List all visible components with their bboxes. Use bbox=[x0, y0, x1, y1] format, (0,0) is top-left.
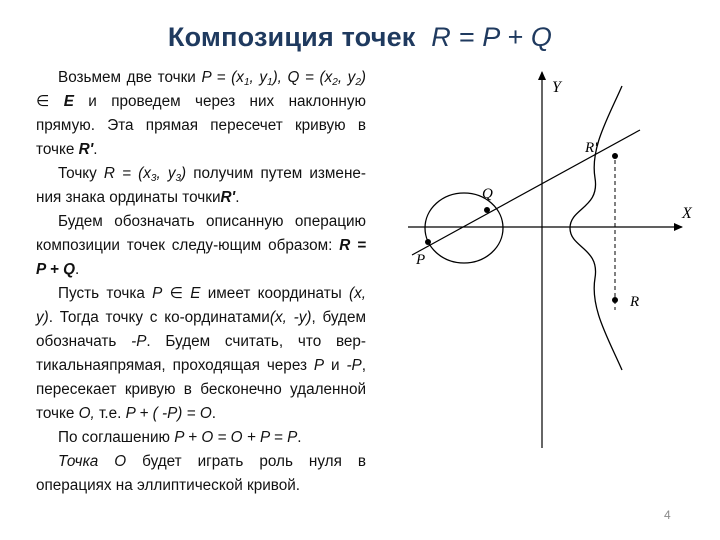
p3-end: . bbox=[74, 261, 80, 278]
point-p-dot bbox=[425, 239, 431, 245]
p2-sub-1: 3 bbox=[150, 173, 157, 184]
p6-text-b: будет играть роль нуля в операциях на эл… bbox=[36, 453, 366, 494]
p1-close-1: ), bbox=[272, 69, 288, 86]
p4-end: . bbox=[211, 405, 216, 422]
p6-text-a: Точка bbox=[58, 453, 115, 470]
paragraph-6: Точка O будет играть роль нуля в операци… bbox=[36, 450, 366, 498]
p5-equation: P + O = O + P = P bbox=[174, 429, 298, 446]
point-r-label: R bbox=[629, 294, 639, 310]
p1-sub-1: 1 bbox=[243, 77, 250, 88]
p2-comma-y: , y bbox=[156, 165, 176, 182]
p4-text-d: , будем обозначать bbox=[36, 309, 366, 350]
p4-equation: P + ( -P) = O bbox=[125, 405, 212, 422]
p1-r-prime: R' bbox=[78, 141, 94, 158]
point-r-dot bbox=[612, 297, 618, 303]
p1-sub-2: 1 bbox=[267, 77, 273, 88]
curve-oval bbox=[424, 192, 504, 264]
p1-comma-y: , y bbox=[249, 69, 268, 86]
p1-sub-3: 2 bbox=[332, 77, 338, 88]
paragraph-1: Возьмем две точки P = (x1, y1), Q = (x2,… bbox=[36, 66, 366, 162]
p4-minus-p-2: -P bbox=[346, 357, 362, 374]
p4-x-minus-y: (x, -y) bbox=[269, 309, 312, 326]
p1-formula-q: Q = (x bbox=[287, 69, 333, 86]
point-r-prime-label: R' bbox=[584, 140, 598, 156]
page-number: 4 bbox=[664, 508, 671, 522]
curve-branch bbox=[569, 85, 623, 371]
paragraph-2: Точку R = (x3, y3) получим путем измене-… bbox=[36, 162, 366, 210]
point-q-label: Q bbox=[482, 186, 493, 202]
p4-text-a: Пусть точка bbox=[58, 285, 153, 302]
p4-minus-p: -P bbox=[131, 333, 147, 350]
p2-sub-2: 3 bbox=[175, 173, 182, 184]
x-axis-label: X bbox=[681, 205, 693, 222]
point-p-label: P bbox=[415, 252, 425, 268]
p1-text-b: и проведем через них наклонную прямую. Э… bbox=[36, 93, 367, 158]
p2-formula: R = (x bbox=[103, 165, 151, 182]
p1-text-a: Возьмем две точки bbox=[58, 69, 202, 86]
p2-text-a: Точку bbox=[58, 165, 104, 182]
paragraph-3: Будем обозначать описанную операцию комп… bbox=[36, 210, 366, 282]
p2-r-prime: R' bbox=[220, 189, 236, 206]
paragraph-5: По соглашению P + O = O + P = P. bbox=[36, 426, 366, 450]
p4-in-symbol: ∈ bbox=[169, 285, 183, 302]
p2-end: . bbox=[235, 189, 240, 206]
p4-text-h: т.е. bbox=[94, 405, 126, 422]
p3-text-a: Будем обозначать описанную операцию комп… bbox=[36, 213, 366, 254]
p4-p-2: P bbox=[313, 357, 325, 374]
elliptic-curve-diagram: Y X P Q R' R bbox=[408, 71, 693, 448]
p2-text-b: получим путем измене-ния знака ординаты … bbox=[36, 165, 366, 206]
p1-comma-y2: , y bbox=[337, 69, 356, 86]
p4-xy: (x, y) bbox=[36, 285, 367, 326]
p5-end: . bbox=[297, 429, 302, 446]
p1-sub-4: 2 bbox=[355, 77, 361, 88]
p5-text-a: По соглашению bbox=[58, 429, 175, 446]
secant-line bbox=[411, 129, 641, 256]
title-text: Композиция точек bbox=[167, 22, 416, 52]
p4-text-e: . Будем считать, что вер-тикальнаяпрямая… bbox=[36, 333, 367, 374]
point-q-dot bbox=[484, 207, 490, 213]
p4-text-f: и bbox=[324, 357, 347, 374]
p6-o: O bbox=[114, 453, 127, 470]
p2-close: ) bbox=[181, 165, 187, 182]
p4-o: O, bbox=[78, 405, 95, 422]
y-axis-label: Y bbox=[552, 79, 563, 96]
body-text: Возьмем две точки P = (x1, y1), Q = (x2,… bbox=[36, 66, 366, 498]
p4-e: E bbox=[190, 285, 201, 302]
p4-text-b: имеет координаты bbox=[200, 285, 350, 302]
slide-title: Композиция точек R = P + Q bbox=[0, 22, 720, 53]
p1-in-symbol: ∈ bbox=[36, 93, 50, 110]
p4-p: P bbox=[152, 285, 163, 302]
p1-set-e: E bbox=[49, 93, 74, 110]
p4-text-g: , пересекает кривую в бесконечно удаленн… bbox=[36, 357, 366, 422]
p1-end: . bbox=[93, 141, 98, 158]
title-formula: R = P + Q bbox=[431, 22, 553, 52]
p1-formula-p: P = (x bbox=[201, 69, 244, 86]
paragraph-4: Пусть точка P ∈ E имеет координаты (x, y… bbox=[36, 282, 366, 426]
p1-close-2: ) bbox=[360, 69, 366, 86]
p3-formula: R = P + Q bbox=[36, 237, 366, 278]
p4-text-c: . Тогда точку с ко-ординатами bbox=[48, 309, 270, 326]
point-r-prime-dot bbox=[612, 153, 618, 159]
